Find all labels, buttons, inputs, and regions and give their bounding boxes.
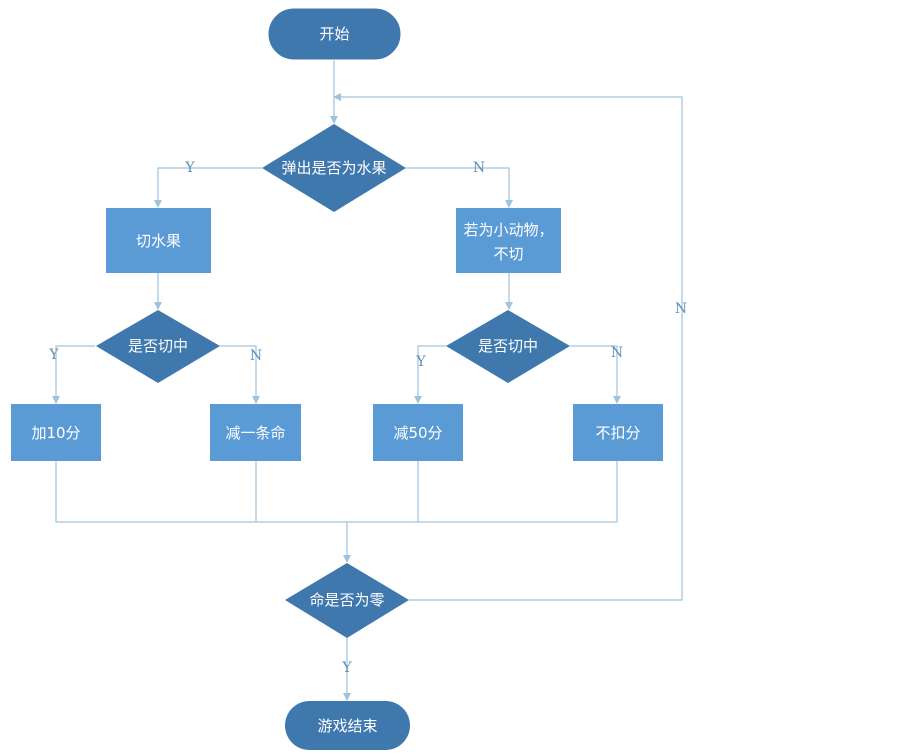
process-no-deduct-label: 不扣分 xyxy=(595,424,640,442)
decision-hit-right-label: 是否切中 xyxy=(478,337,538,355)
label-loop-no: N xyxy=(675,301,687,317)
process-plus10-label: 加10分 xyxy=(31,424,80,442)
end-label: 游戏结束 xyxy=(317,717,377,735)
process-animal-line1: 若为小动物， xyxy=(463,221,553,239)
decision-hit-left: 是否切中 xyxy=(96,310,220,383)
label-right-no: N xyxy=(611,345,623,361)
edge-left-no xyxy=(220,345,260,404)
end-terminal: 游戏结束 xyxy=(285,701,410,750)
process-no-deduct: 不扣分 xyxy=(573,404,663,461)
edge-right-yes xyxy=(414,345,446,404)
edge-left-yes xyxy=(52,345,95,404)
label-end-yes: Y xyxy=(341,660,352,676)
process-animal-line2: 不切 xyxy=(493,245,523,263)
label-fruit-no: N xyxy=(473,160,485,176)
decision-is-fruit: 弹出是否为水果 xyxy=(262,124,406,212)
decision-life-zero-label: 命是否为零 xyxy=(309,591,384,609)
process-cut-fruit: 切水果 xyxy=(106,208,211,273)
process-minus50-label: 减50分 xyxy=(393,424,442,442)
edge-right-no xyxy=(570,345,621,404)
decision-hit-left-label: 是否切中 xyxy=(128,337,188,355)
start-label: 开始 xyxy=(319,25,349,43)
connectors xyxy=(52,60,683,701)
decision-hit-right: 是否切中 xyxy=(446,310,570,383)
edge-loop-no xyxy=(333,93,683,601)
start-terminal: 开始 xyxy=(267,7,402,61)
process-minus-life-label: 减一条命 xyxy=(225,424,285,442)
process-cut-fruit-label: 切水果 xyxy=(136,232,181,250)
label-left-yes: Y xyxy=(48,347,59,363)
process-minus50: 减50分 xyxy=(373,404,463,461)
edge-fruit-no xyxy=(406,167,513,208)
label-right-yes: Y xyxy=(415,354,426,370)
decision-life-zero: 命是否为零 xyxy=(285,563,409,638)
process-minus-life: 减一条命 xyxy=(210,404,301,461)
decision-is-fruit-label: 弹出是否为水果 xyxy=(281,159,386,177)
label-left-no: N xyxy=(250,348,262,364)
label-fruit-yes: Y xyxy=(184,160,195,176)
process-plus10: 加10分 xyxy=(11,404,101,461)
process-animal-no-cut: 若为小动物， 不切 xyxy=(456,208,561,273)
edge-fruit-yes xyxy=(154,167,262,208)
